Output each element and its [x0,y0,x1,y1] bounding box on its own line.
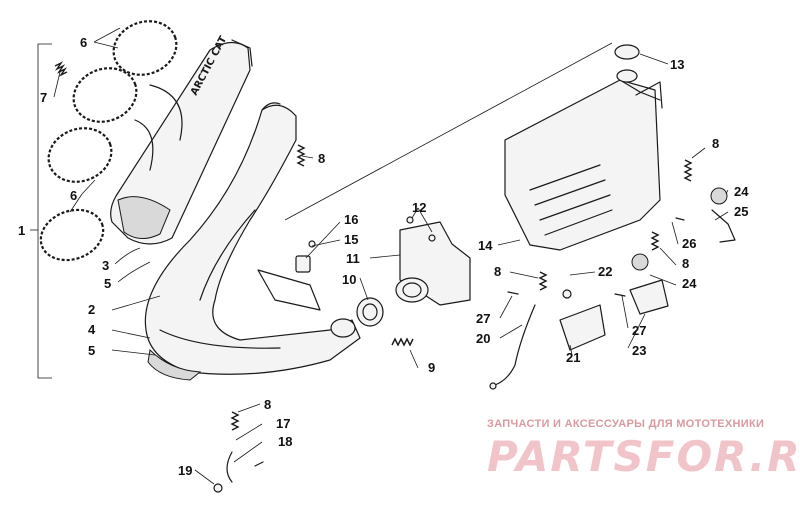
callout-20: 20 [476,331,490,346]
callout-8b: 8 [712,136,719,151]
callout-24a: 24 [734,184,749,199]
callout-8e: 8 [264,397,271,412]
callout-16: 16 [344,212,358,227]
callout-18: 18 [278,434,292,449]
callout-6b: 6 [70,188,77,203]
pipe-bracket [257,269,321,311]
grommet-item-24-lower [631,253,649,271]
bracket-item-23 [629,279,669,315]
callout-9: 9 [428,360,435,375]
callout-6a: 6 [80,35,87,50]
callout-13: 13 [670,57,684,72]
callout-19: 19 [178,463,192,478]
callout-5b: 5 [88,343,95,358]
silencer-box [504,44,663,251]
callout-8c: 8 [494,264,501,279]
watermark-logo: PARTSFOR.RU [487,432,800,481]
callout-22: 22 [598,264,612,279]
spring-rings-lower [39,127,113,262]
callout-12: 12 [412,200,426,215]
callout-8d: 8 [682,256,689,271]
expansion-chamber [144,102,361,381]
callout-23: 23 [632,343,646,358]
callout-10: 10 [342,272,356,287]
callout-27a: 27 [476,311,490,326]
callout-1: 1 [18,223,25,238]
muffler-body [110,39,253,245]
callout-8a: 8 [318,151,325,166]
callout-15: 15 [344,232,358,247]
callout-25: 25 [734,204,748,219]
callout-3: 3 [102,258,109,273]
spring-rings-upper [72,20,178,123]
callout-5a: 5 [104,276,111,291]
callout-27b: 27 [632,323,646,338]
spring-item-7 [54,61,68,77]
assembly-bracket-1 [30,43,52,379]
callout-17: 17 [276,416,290,431]
exhaust-manifold [395,221,471,306]
springs-item-8 [230,144,693,431]
cable-item-20 [489,304,536,390]
callout-2: 2 [88,302,95,317]
bolts [213,216,685,493]
callout-14: 14 [478,238,493,253]
callout-labels: 1 2 3 4 5 5 6 6 7 8 8 8 8 8 9 10 11 12 1… [18,35,749,478]
callout-21: 21 [566,350,580,365]
bracket-item-21 [559,304,606,351]
callout-4: 4 [88,322,96,337]
callout-26: 26 [682,236,696,251]
hook-item-17 [226,451,233,483]
callout-11: 11 [346,251,360,266]
grommet-item-24-upper [710,187,728,205]
watermark-caption: ЗАПЧАСТИ И АКСЕССУАРЫ ДЛЯ МОТОТЕХНИКИ [487,418,765,430]
callout-leaders [53,27,729,485]
gasket-item-10 [356,297,384,327]
callout-7: 7 [40,90,47,105]
callout-24b: 24 [682,276,697,291]
